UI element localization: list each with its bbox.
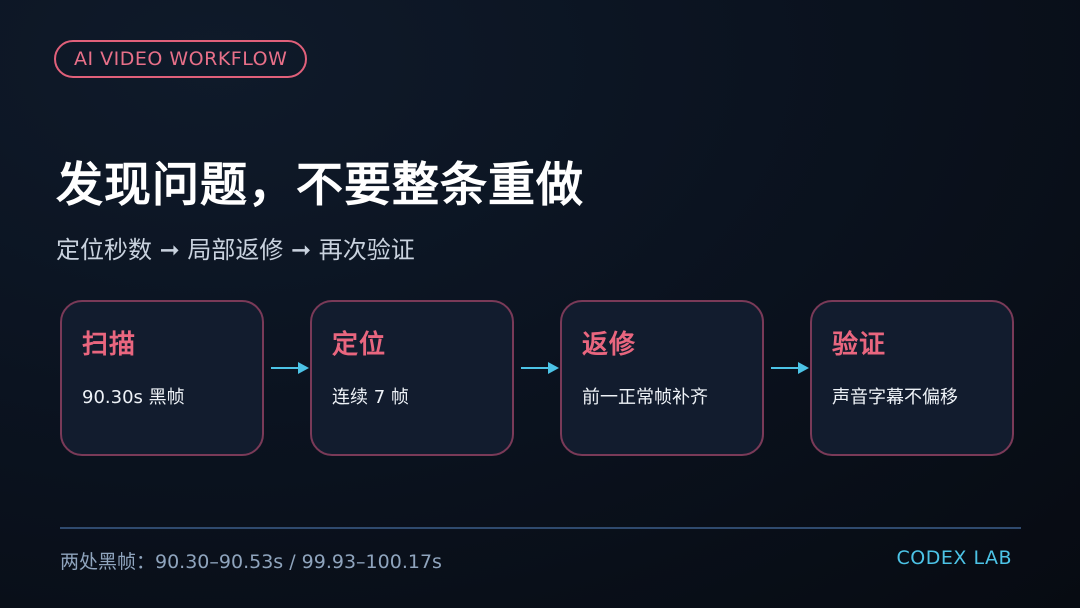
step-title: 验证: [832, 330, 887, 360]
arrow-right-icon: [521, 362, 559, 374]
footer-divider: [60, 527, 1021, 529]
category-tag-label: AI VIDEO WORKFLOW: [74, 48, 288, 70]
step-card-locate: 定位 连续 7 帧: [310, 300, 514, 456]
workflow-steps: 扫描 90.30s 黑帧 定位 连续 7 帧 返修 前一正常帧补齐 验证 声音字…: [60, 300, 1016, 456]
step-description: 90.30s 黑帧: [82, 387, 185, 408]
category-tag: AI VIDEO WORKFLOW: [54, 40, 308, 78]
step-title: 扫描: [82, 330, 137, 360]
step-description: 前一正常帧补齐: [582, 387, 708, 408]
step-title: 返修: [582, 330, 637, 360]
arrow-right-icon: [771, 362, 809, 374]
arrow-right-icon: [271, 362, 309, 374]
brand-label: CODEX LAB: [896, 547, 1012, 569]
step-card-verify: 验证 声音字幕不偏移: [810, 300, 1014, 456]
step-card-repair: 返修 前一正常帧补齐: [560, 300, 764, 456]
step-description: 连续 7 帧: [332, 387, 409, 408]
step-card-scan: 扫描 90.30s 黑帧: [60, 300, 264, 456]
page-subtitle: 定位秒数 ➞ 局部返修 ➞ 再次验证: [56, 236, 415, 264]
step-description: 声音字幕不偏移: [832, 387, 958, 408]
page-title: 发现问题，不要整条重做: [56, 158, 584, 213]
footer-note: 两处黑帧：90.30–90.53s / 99.93–100.17s: [60, 551, 442, 573]
step-title: 定位: [332, 330, 387, 360]
